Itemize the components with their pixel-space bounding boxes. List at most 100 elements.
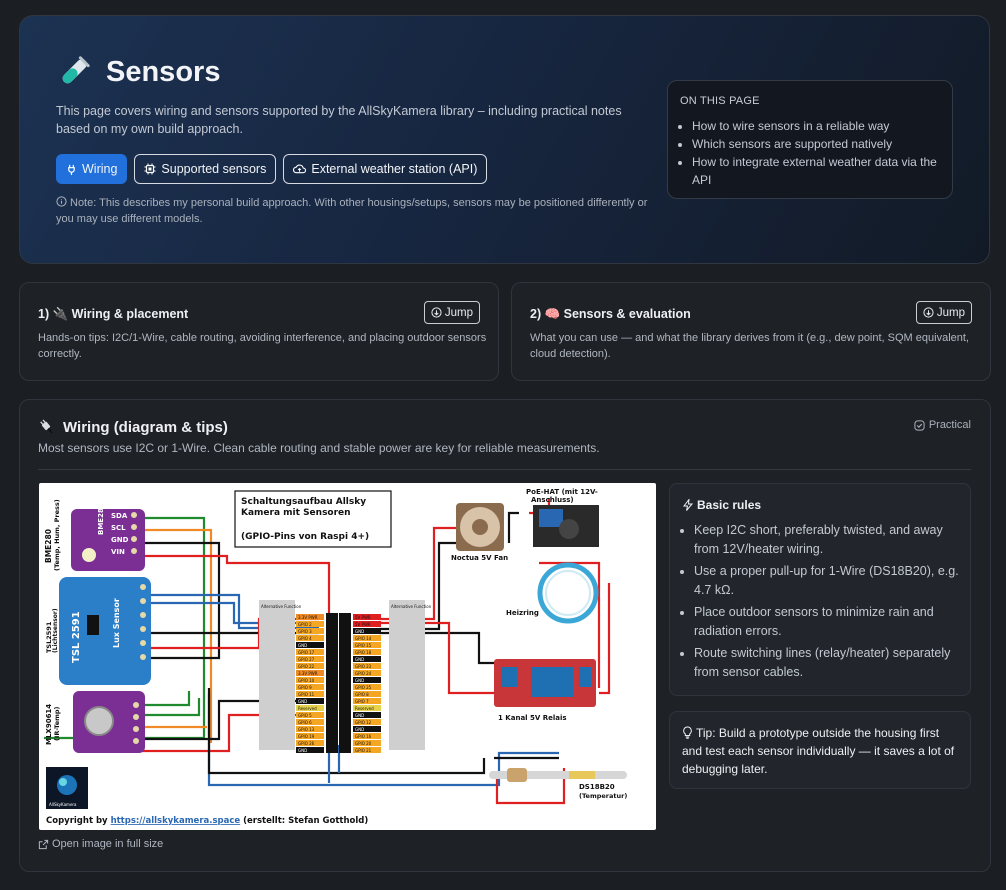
hero-buttons: Wiring Supported sensors External weathe…	[56, 154, 488, 184]
basic-rules-heading-row: Basic rules	[683, 498, 761, 512]
hero-panel: Sensors This page covers wiring and sens…	[19, 15, 990, 264]
gpio-pin-label: GND	[355, 657, 364, 662]
gpio-pin	[353, 733, 381, 739]
rule-item: Route switching lines (relay/heater) sep…	[694, 644, 960, 682]
gpio-pin-label: 5V PWR	[355, 615, 371, 620]
supported-sensors-button[interactable]: Supported sensors	[134, 154, 277, 184]
gpio-pin-label: Reserved	[355, 706, 374, 711]
bme280-sub: (Temp, Hum, Press)	[53, 499, 61, 571]
logo-text: AllSkyKamera	[49, 802, 77, 807]
gpio-pin	[296, 698, 324, 704]
gpio-pin-label: GPIO 19	[298, 734, 315, 739]
plug-icon	[40, 419, 53, 434]
heater-ring	[537, 562, 599, 624]
gpio-pin-label: GPIO 11	[298, 692, 315, 697]
weather-api-button-label: External weather station (API)	[311, 162, 478, 176]
mlx90614-sub: (IR-Temp)	[53, 706, 61, 741]
rule-item: Place outdoor sensors to minimize rain a…	[694, 603, 960, 641]
tsl2591-label: TSL2591	[45, 621, 53, 653]
wiring-diagram-image[interactable]: Schaltungsaufbau Allsky Kamera mit Senso…	[39, 483, 656, 830]
toc-item[interactable]: How to integrate external weather data v…	[692, 153, 942, 189]
basic-rules-panel: Basic rules Keep I2C short, preferably t…	[669, 483, 971, 696]
gpio-pin	[353, 635, 381, 641]
toc-item[interactable]: Which sensors are supported natively	[692, 135, 942, 153]
section-title-row: Wiring (diagram & tips)	[38, 418, 228, 436]
tip-text: Tip: Build a prototype outside the housi…	[682, 726, 955, 776]
gpio-pin	[353, 705, 381, 711]
relay-label: 1 Kanal 5V Relais	[498, 714, 567, 722]
gpio-pin-label: GPIO 13	[298, 727, 315, 732]
gpio-pin-label: GND	[355, 629, 364, 634]
gpio-pin	[353, 628, 381, 634]
open-image-link[interactable]: Open image in full size	[38, 838, 163, 850]
diagram-subtitle: (GPIO-Pins von Raspi 4+)	[241, 532, 369, 542]
card-title: 1) 🔌 Wiring & placement	[38, 307, 189, 321]
gpio-pin	[353, 663, 381, 669]
jump-button-label: Jump	[936, 306, 965, 319]
practical-badge-label: Practical	[928, 419, 971, 431]
gpio-pin-label: GPIO 21	[355, 748, 372, 753]
copyright-line: Copyright by https://allskykamera.space …	[46, 816, 368, 826]
gpio-header: Alternative Function Alternative Functio…	[259, 600, 432, 753]
arrow-down-circle-icon	[923, 307, 934, 318]
gpio-pin-label: GND	[298, 699, 307, 704]
card-title: 2) 🧠 Sensors & evaluation	[530, 307, 691, 321]
weather-api-button[interactable]: External weather station (API)	[283, 154, 488, 184]
basic-rules-heading: Basic rules	[697, 498, 762, 512]
gpio-pin	[296, 614, 324, 620]
gpio-pin	[296, 663, 324, 669]
gpio-pin	[296, 747, 324, 753]
heater-label: Heizring	[506, 609, 539, 617]
mlx90614-label: MLX90614	[45, 704, 53, 745]
alt-func-right: Alternative Function	[391, 604, 432, 609]
chip-icon	[144, 163, 156, 175]
jump-button[interactable]: Jump	[915, 301, 972, 324]
practical-badge: Practical	[914, 419, 971, 431]
bme-pin-vin: VIN	[111, 548, 125, 556]
wiring-button[interactable]: Wiring	[56, 154, 128, 184]
toc-list: How to wire sensors in a reliable way Wh…	[692, 117, 942, 189]
gpio-pin-label: GPIO 6	[298, 720, 312, 725]
gpio-pin-label: GPIO 8	[355, 692, 369, 697]
build-note: Note: This describes my personal build a…	[56, 195, 656, 227]
gpio-pin	[296, 733, 324, 739]
ds18b20-label: DS18B20	[579, 783, 615, 791]
gpio-pin	[296, 726, 324, 732]
external-link-icon	[38, 839, 49, 849]
gpio-pin-label: GPIO 2	[298, 622, 312, 627]
gpio-pin	[296, 740, 324, 746]
gpio-pin	[296, 642, 324, 648]
gpio-pin	[353, 712, 381, 718]
gpio-pin-label: GPIO 22	[298, 664, 315, 669]
gpio-pin	[353, 684, 381, 690]
gpio-pin-label: GPIO 23	[355, 664, 372, 669]
fan-label: Noctua 5V Fan	[451, 554, 508, 562]
bme280-sensor	[82, 548, 96, 562]
lightning-icon	[683, 499, 693, 511]
toc-item[interactable]: How to wire sensors in a reliable way	[692, 117, 942, 135]
gpio-pin-label: GPIO 20	[355, 741, 372, 746]
toc-heading: ON THIS PAGE	[680, 95, 760, 107]
gpio-pin-label: 5V PWR	[355, 622, 371, 627]
jump-button[interactable]: Jump	[423, 301, 480, 324]
basic-rules-list: Keep I2C short, preferably twisted, and …	[694, 521, 960, 685]
gpio-pin	[353, 747, 381, 753]
copyright-link[interactable]: https://allskykamera.space	[111, 816, 241, 826]
poe-label2: Anschluss)	[531, 496, 574, 504]
divider	[38, 469, 971, 470]
tsl2591-sub: (Lichtsensor)	[52, 608, 59, 653]
gpio-pin	[296, 656, 324, 662]
cloud-upload-icon	[293, 164, 307, 174]
supported-sensors-button-label: Supported sensors	[161, 162, 267, 176]
gpio-pin	[296, 712, 324, 718]
gpio-pin-label: GPIO 16	[355, 734, 372, 739]
test-tube-icon	[62, 56, 90, 84]
info-icon	[56, 196, 67, 207]
gpio-pin-label: GPIO 18	[355, 650, 372, 655]
gpio-pin	[296, 628, 324, 634]
gpio-pin	[296, 649, 324, 655]
section-subtitle: Most sensors use I2C or 1-Wire. Clean ca…	[38, 441, 600, 455]
gpio-pin-label: 3.3V PWR	[298, 671, 318, 676]
tsl2591-chip-label2: Lux Sensor	[112, 598, 121, 648]
section-title: Wiring (diagram & tips)	[63, 418, 228, 436]
